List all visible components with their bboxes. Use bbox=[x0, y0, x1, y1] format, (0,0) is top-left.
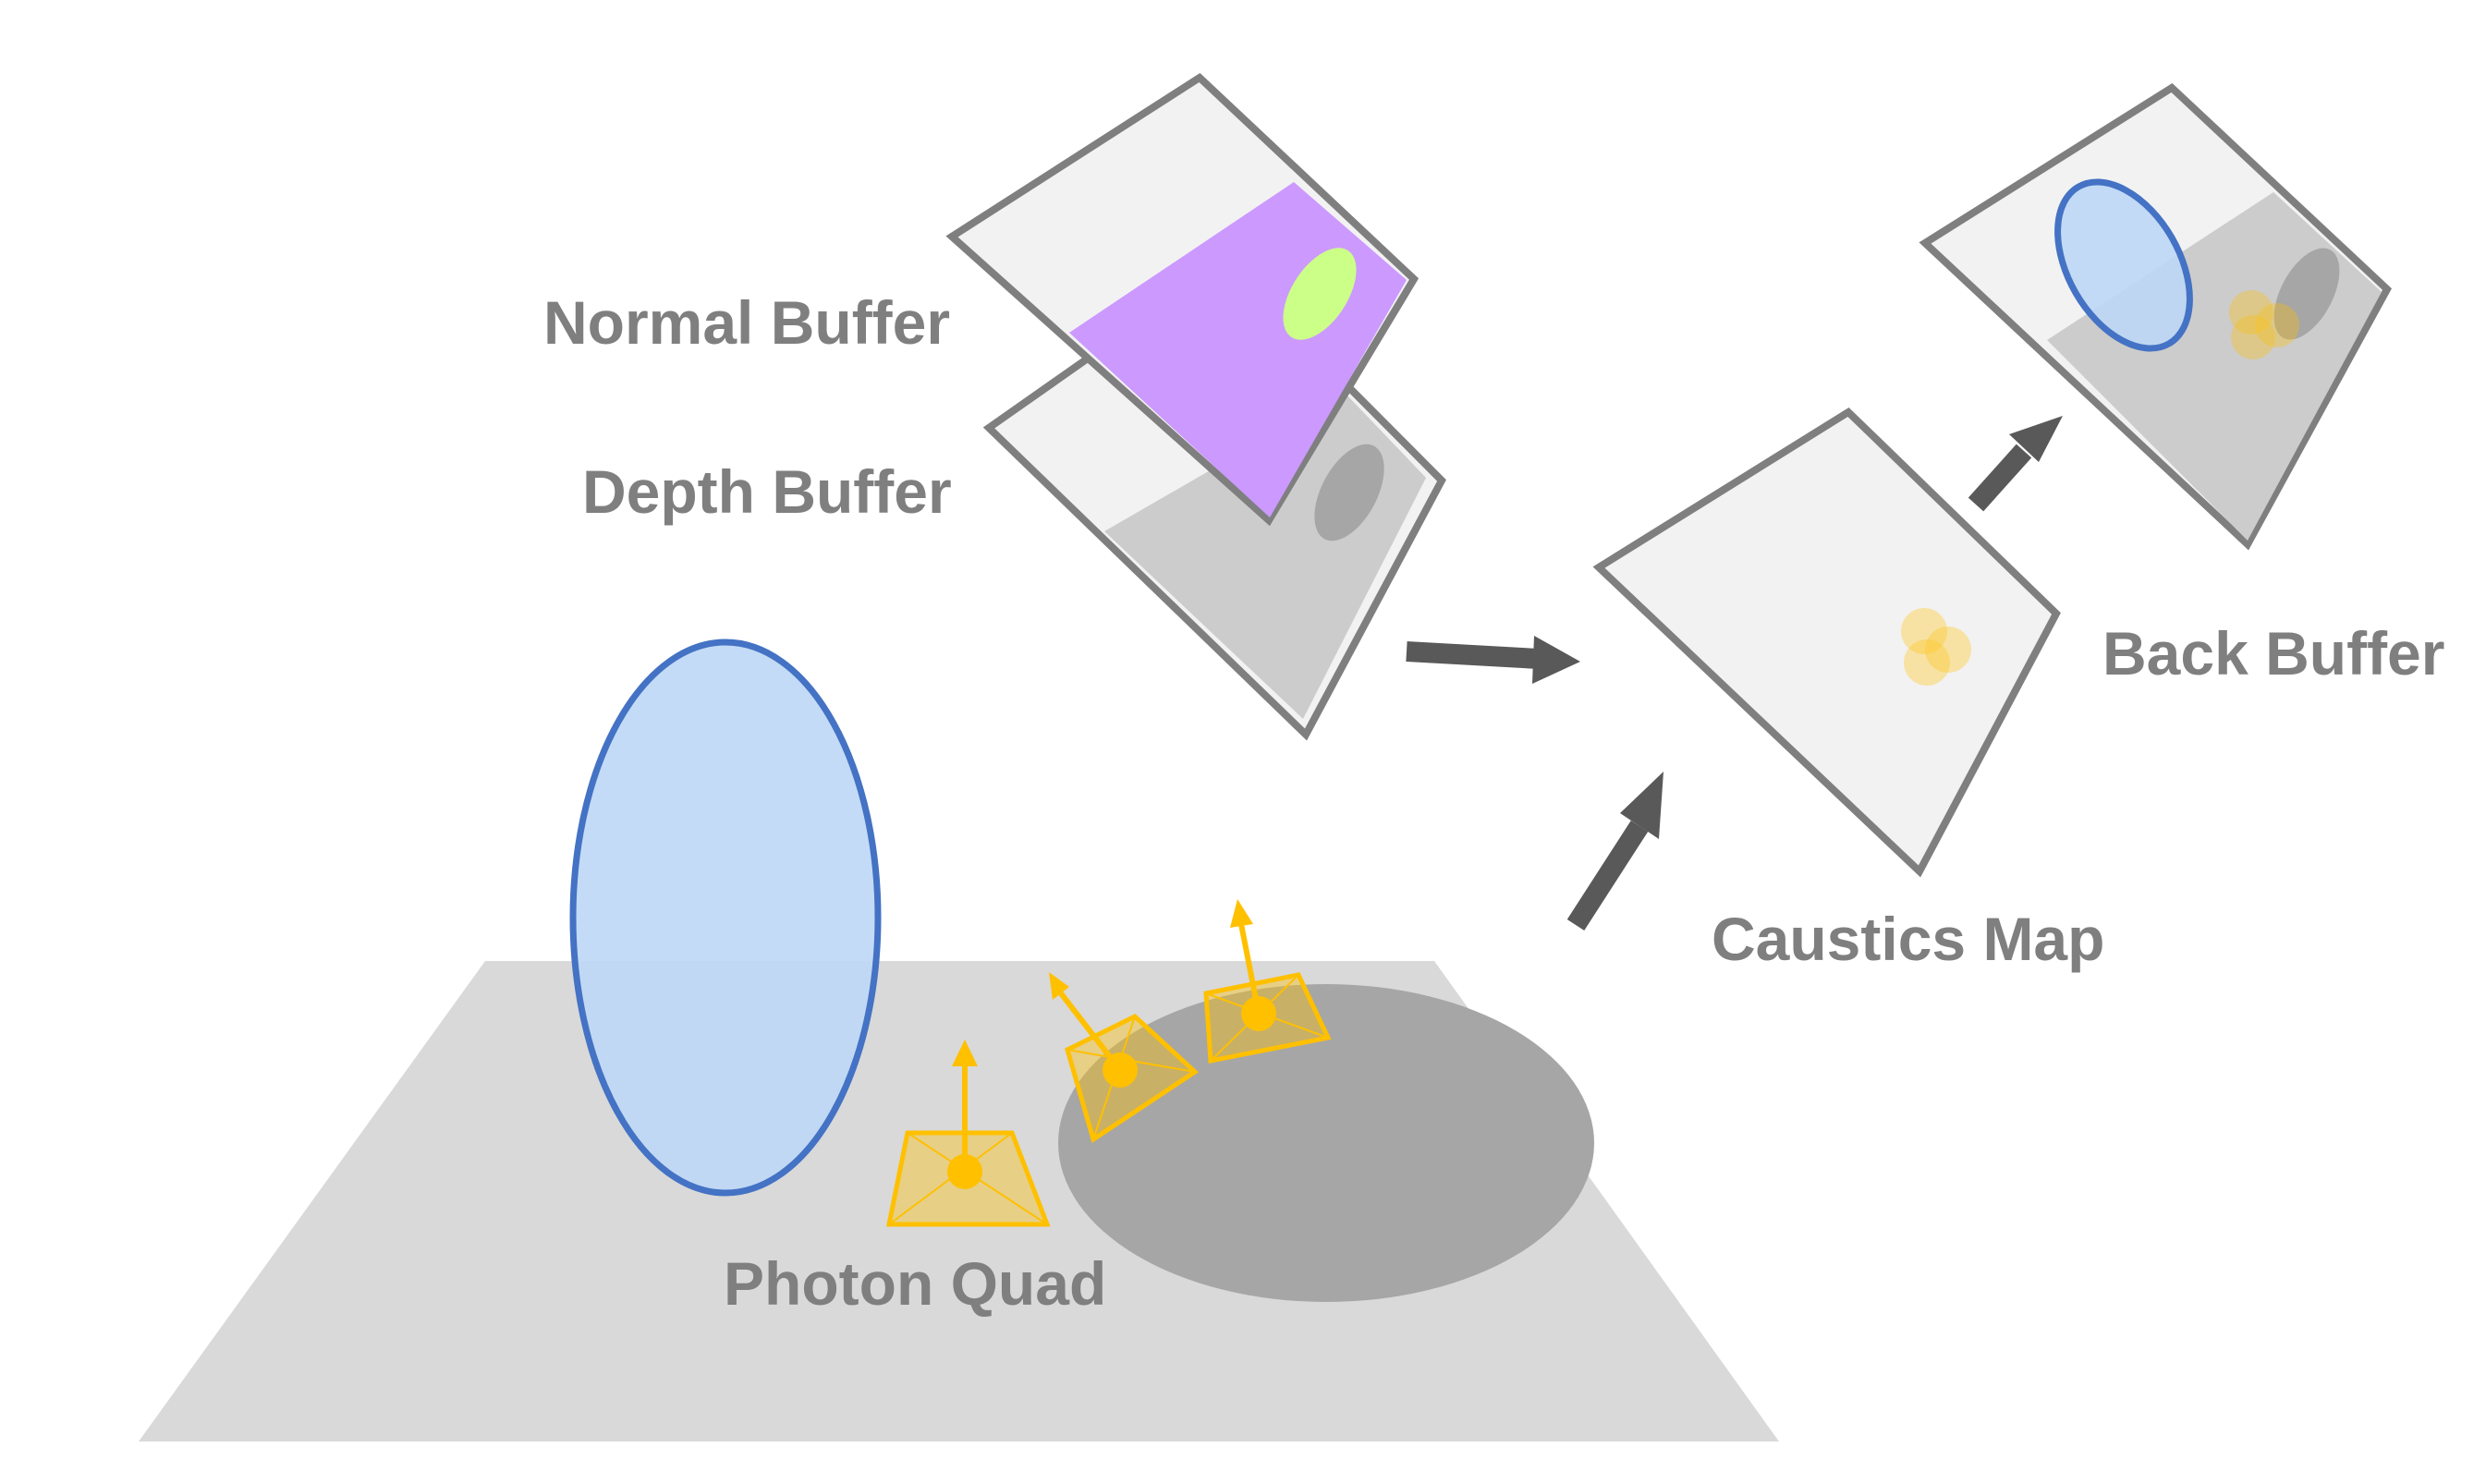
label-caustics-map: Caustics Map bbox=[1712, 905, 2104, 973]
caustics-map-plane bbox=[1592, 407, 2061, 878]
normal-buffer-plane bbox=[945, 72, 1420, 527]
photon-quad-1 bbox=[885, 1040, 1051, 1227]
back-buffer-plane bbox=[1919, 82, 2392, 551]
photon-quad-2 bbox=[1049, 972, 1200, 1143]
label-photon-quad: Photon Quad bbox=[724, 1249, 1106, 1318]
label-depth-buffer: Depth Buffer bbox=[582, 457, 952, 526]
glass-ellipse bbox=[569, 639, 882, 1197]
back-buffer-caustic-spots bbox=[2229, 290, 2299, 359]
label-back-buffer: Back Buffer bbox=[2102, 619, 2444, 687]
arrow-buffers-to-caustics bbox=[1406, 636, 1580, 684]
arrow-caustics-to-back-buffer bbox=[1968, 416, 2063, 512]
caustic-spots bbox=[1901, 608, 1971, 686]
dark-receiver-ellipse bbox=[1058, 984, 1594, 1302]
photon-quad-3 bbox=[1203, 899, 1332, 1064]
label-normal-buffer: Normal Buffer bbox=[543, 288, 950, 357]
scene: Photon Quad bbox=[139, 639, 1779, 1441]
arrow-scene-to-caustics bbox=[1566, 772, 1663, 931]
